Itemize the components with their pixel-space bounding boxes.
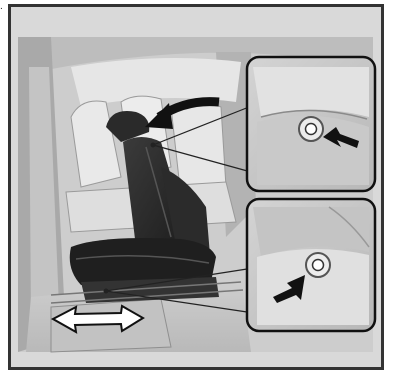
page-corner-mark: . — [0, 2, 3, 12]
seat-illustration-figure — [8, 4, 384, 370]
seat-cushion-release-detail-inset — [247, 199, 375, 331]
seat-back-release-detail-inset — [247, 57, 375, 191]
seat-illustration — [11, 7, 381, 367]
